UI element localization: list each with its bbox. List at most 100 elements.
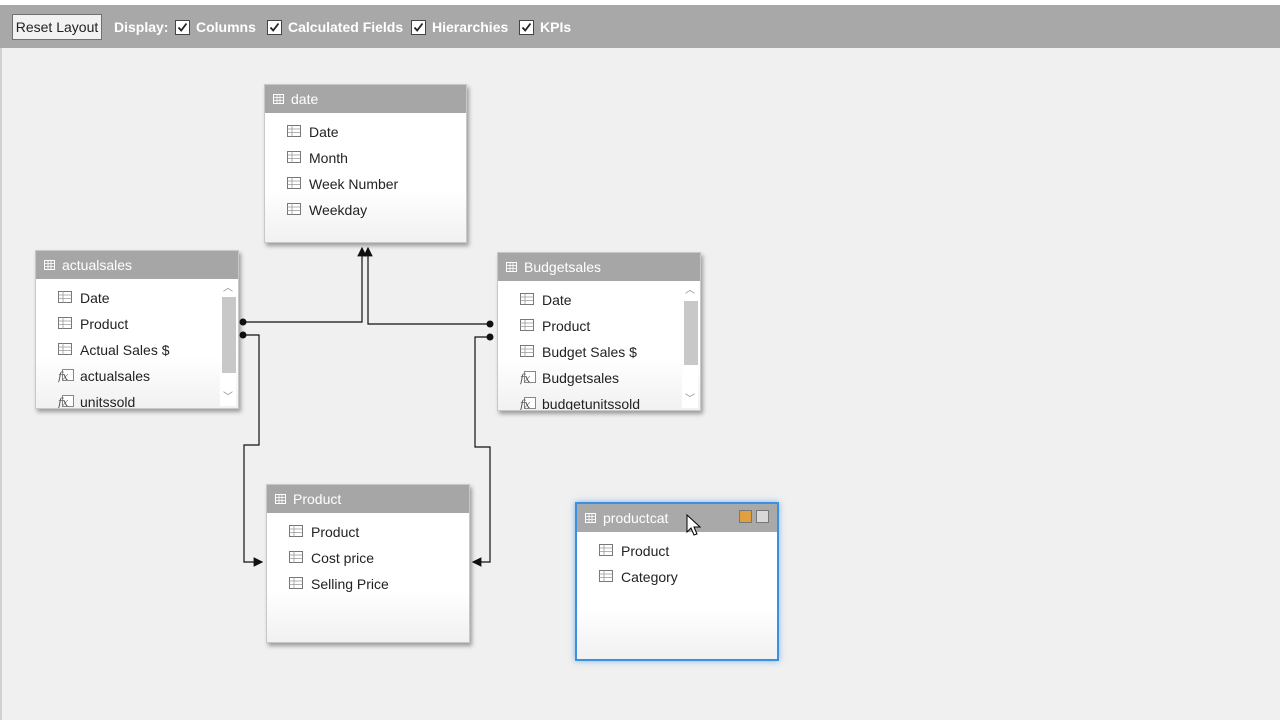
relationship-endpoint xyxy=(486,333,494,341)
field-label: Date xyxy=(80,290,110,306)
table-body: Date Product Budget Sales $ fx Budgetsal… xyxy=(498,281,700,410)
table-header[interactable]: Product xyxy=(267,485,469,513)
field-label: Selling Price xyxy=(311,576,389,592)
table-column-icon xyxy=(287,151,301,163)
table-column-icon xyxy=(58,317,72,329)
scroll-up-icon[interactable]: ︿ xyxy=(685,285,695,296)
relationship-budgetsales-date[interactable] xyxy=(363,246,490,325)
scroll-down-icon[interactable]: ﹀ xyxy=(223,392,233,403)
svg-text:fx: fx xyxy=(520,398,531,411)
window-top-edge xyxy=(0,0,1280,5)
relationship-endpoint xyxy=(239,318,247,326)
field-label: Week Number xyxy=(309,176,399,192)
field-label: Date xyxy=(309,124,339,140)
field-label: Actual Sales $ xyxy=(80,342,170,358)
hierarchies-toggle[interactable]: Hierarchies xyxy=(411,19,508,35)
table-column-icon xyxy=(520,345,534,357)
calculated-fields-toggle[interactable]: Calculated Fields xyxy=(267,19,403,35)
field-label: unitssold xyxy=(80,394,136,409)
relationship-actualsales-product[interactable] xyxy=(243,334,264,567)
calculated-fields-label: Calculated Fields xyxy=(288,19,404,35)
field-label: Category xyxy=(621,569,678,585)
table-icon xyxy=(585,513,596,523)
table-icon xyxy=(275,494,286,504)
scrollbar-thumb[interactable] xyxy=(684,301,698,365)
scroll-up-icon[interactable]: ︿ xyxy=(223,283,233,294)
hierarchies-label: Hierarchies xyxy=(432,19,509,35)
kpis-checkbox[interactable] xyxy=(519,19,534,35)
columns-label: Columns xyxy=(196,19,256,35)
kpis-label: KPIs xyxy=(540,19,572,35)
table-header[interactable]: Budgetsales xyxy=(498,253,700,281)
field-label: Date xyxy=(542,292,572,308)
table-productcat[interactable]: productcat Product Category xyxy=(575,502,779,661)
table-column-icon xyxy=(287,203,301,215)
table-icon xyxy=(273,94,284,104)
table-title: Product xyxy=(293,491,342,507)
scrollbar-thumb[interactable] xyxy=(222,297,236,373)
maximize-icon[interactable] xyxy=(739,510,752,523)
field-label: Product xyxy=(542,318,591,334)
svg-text:fx: fx xyxy=(58,396,69,409)
relationship-endpoint xyxy=(486,320,494,328)
table-header[interactable]: productcat xyxy=(577,504,777,532)
checkmark-icon xyxy=(177,22,188,32)
field-label: Month xyxy=(309,150,348,166)
table-actualsales[interactable]: actualsales Date Product Actual Sales $ … xyxy=(35,250,239,409)
field-label: budgetunitssold xyxy=(542,396,641,411)
table-scrollbar[interactable]: ︿ ﹀ xyxy=(220,281,236,406)
relationship-endpoint xyxy=(239,331,247,339)
relationship-budgetsales-product[interactable] xyxy=(471,336,491,567)
table-column-icon xyxy=(58,291,72,303)
calculated-field-icon: fx xyxy=(520,371,536,385)
checkmark-icon xyxy=(269,22,280,32)
table-column-icon xyxy=(289,577,303,589)
table-body: Date Month Week Number Weekday xyxy=(265,113,466,242)
table-body: Date Product Actual Sales $ fx actualsal… xyxy=(36,279,238,408)
table-icon xyxy=(44,260,55,270)
table-title: date xyxy=(291,91,319,107)
checkmark-icon xyxy=(413,22,424,32)
table-scrollbar[interactable]: ︿ ﹀ xyxy=(682,283,698,408)
table-column-icon xyxy=(289,551,303,563)
diagram-toolbar: Reset Layout Display: Columns Calculated… xyxy=(0,5,1280,48)
table-column-icon xyxy=(58,343,72,355)
table-budgetsales[interactable]: Budgetsales Date Product Budget Sales $ … xyxy=(497,252,701,411)
table-header-buttons xyxy=(739,510,769,523)
table-date[interactable]: date Date Month Week Number Weekday xyxy=(264,84,467,243)
field-label: Product xyxy=(80,316,129,332)
calculated-field-icon: fx xyxy=(58,395,74,409)
table-body: Product Cost price Selling Price xyxy=(267,513,469,642)
minimize-icon[interactable] xyxy=(756,510,769,523)
table-product[interactable]: Product Product Cost price Selling Price xyxy=(266,484,470,643)
field-label: Product xyxy=(621,543,670,559)
table-icon xyxy=(506,262,517,272)
columns-checkbox[interactable] xyxy=(175,19,190,35)
field-label: Cost price xyxy=(311,550,375,566)
field-label: Budgetsales xyxy=(542,370,620,386)
table-title: Budgetsales xyxy=(524,259,602,275)
table-column-icon xyxy=(599,570,613,582)
table-header[interactable]: actualsales xyxy=(36,251,238,279)
hierarchies-checkbox[interactable] xyxy=(411,19,426,35)
table-title: actualsales xyxy=(62,257,133,273)
field-label: Weekday xyxy=(309,202,368,218)
relationship-actualsales-date[interactable] xyxy=(243,246,367,323)
table-header[interactable]: date xyxy=(265,85,466,113)
calculated-field-icon: fx xyxy=(520,397,536,411)
table-column-icon xyxy=(287,177,301,189)
calculated-fields-checkbox[interactable] xyxy=(267,19,282,35)
table-column-icon xyxy=(289,525,303,537)
columns-toggle[interactable]: Columns xyxy=(175,19,256,35)
reset-layout-button[interactable]: Reset Layout xyxy=(12,14,102,40)
kpis-toggle[interactable]: KPIs xyxy=(519,19,571,35)
table-column-icon xyxy=(520,293,534,305)
scroll-down-icon[interactable]: ﹀ xyxy=(685,394,695,405)
table-column-icon xyxy=(520,319,534,331)
field-label: actualsales xyxy=(80,368,151,384)
table-column-icon xyxy=(287,125,301,137)
calculated-field-icon: fx xyxy=(58,369,74,383)
table-body: Product Category xyxy=(577,532,777,659)
diagram-canvas[interactable] xyxy=(0,48,1280,720)
